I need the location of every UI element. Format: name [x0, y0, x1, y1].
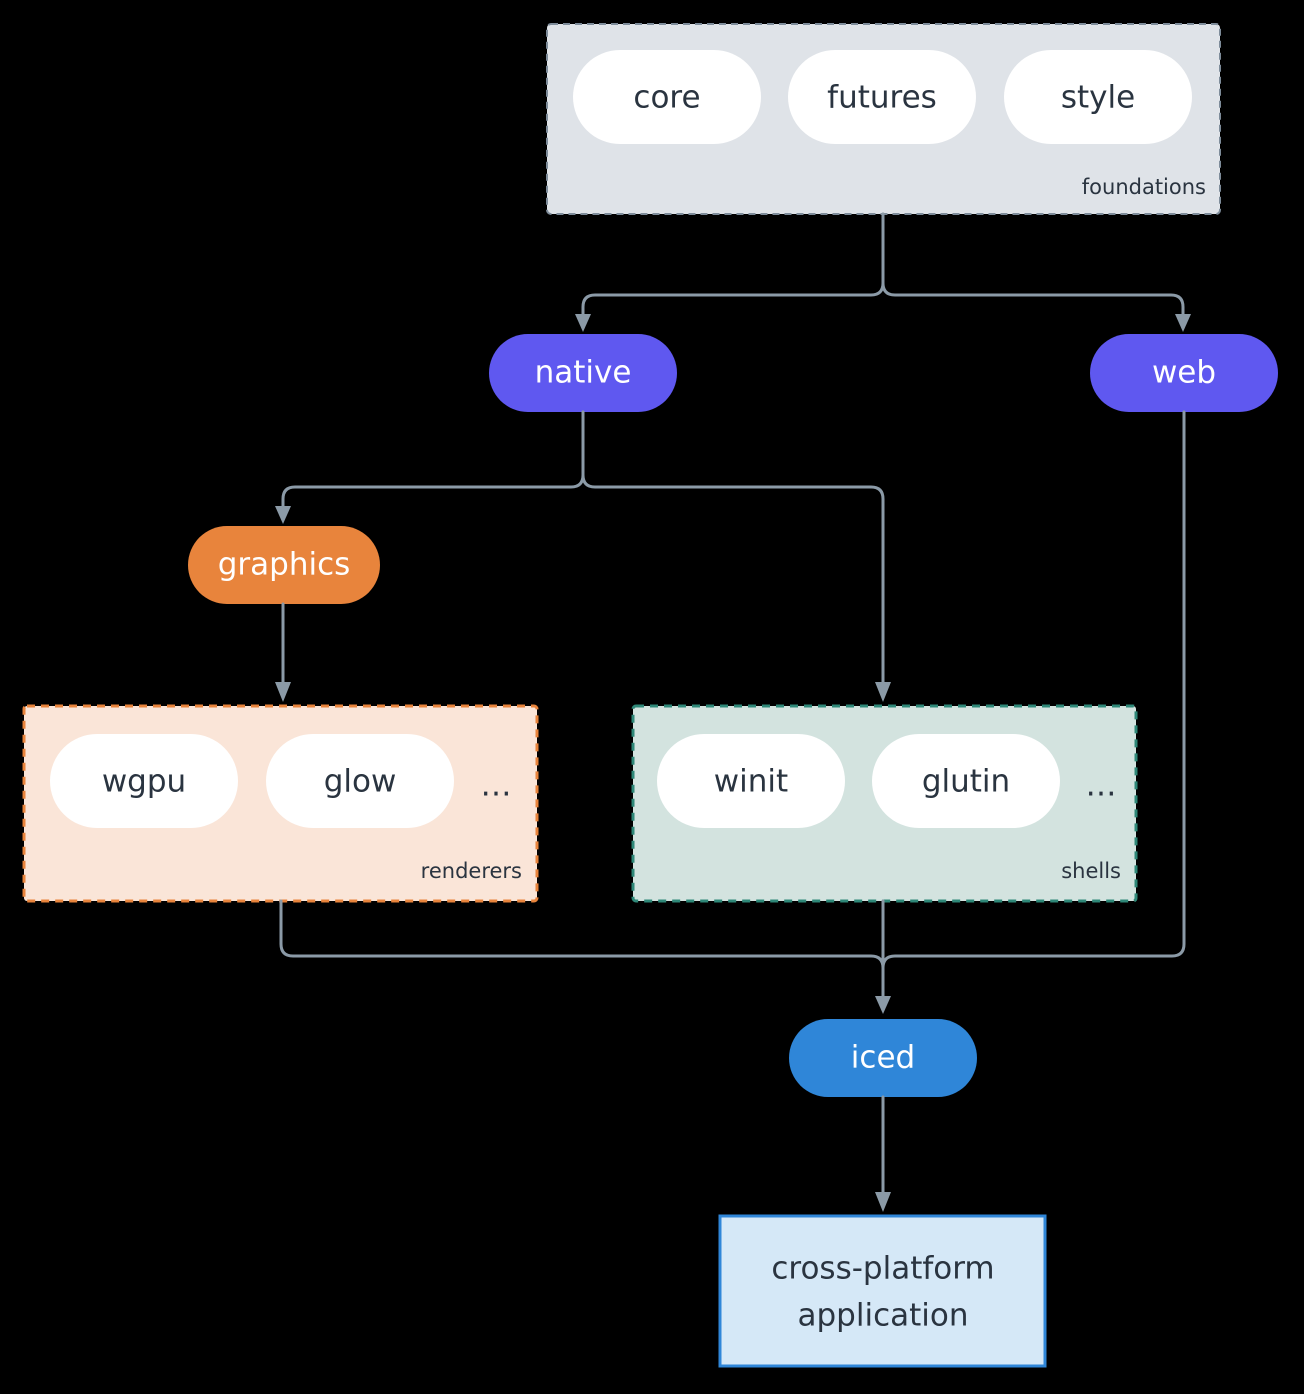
node-glow-label: glow	[324, 764, 397, 800]
edge-web-iced	[881, 410, 1186, 1002]
node-native-shape	[489, 334, 677, 412]
node-futures[interactable]: futures	[788, 50, 976, 144]
edge-foundations-native	[575, 212, 885, 332]
node-glow[interactable]: glow	[266, 734, 454, 828]
node-iced-shape	[789, 1019, 977, 1097]
node-web-label: web	[1152, 355, 1216, 391]
node-renderers-more-label: …	[481, 768, 512, 804]
edge-graphics-renderers	[275, 602, 291, 702]
node-core[interactable]: core	[573, 50, 761, 144]
edge-native-shells	[581, 410, 891, 702]
edge-foundations-web-arrowhead	[1175, 314, 1191, 332]
node-glutin-shape	[872, 734, 1060, 828]
node-web[interactable]: web	[1090, 334, 1278, 412]
cluster-shells: winit glutin … shells	[631, 704, 1138, 903]
node-wgpu[interactable]: wgpu	[50, 734, 238, 828]
node-wgpu-label: wgpu	[102, 764, 186, 800]
edge-native-graphics	[275, 410, 585, 524]
edge-graphics-renderers-arrowhead	[275, 682, 291, 702]
edge-foundations-native-arrowhead	[575, 314, 591, 332]
node-winit-shape	[657, 734, 845, 828]
node-style-label: style	[1061, 80, 1135, 116]
node-glutin[interactable]: glutin	[872, 734, 1060, 828]
node-core-shape	[573, 50, 761, 144]
node-style-shape	[1004, 50, 1192, 144]
cluster-foundations: core futures style foundations	[546, 23, 1221, 215]
edge-foundations-web	[881, 212, 1191, 332]
node-glutin-label: glutin	[922, 764, 1010, 800]
node-app-label-line2: application	[798, 1298, 969, 1334]
node-graphics[interactable]: graphics	[188, 526, 380, 604]
cluster-renderers: wgpu glow … renderers	[22, 704, 539, 903]
node-native[interactable]: native	[489, 334, 677, 412]
edge-native-shells-arrowhead	[875, 682, 891, 702]
edge-iced-app	[875, 1095, 891, 1212]
node-shells-more-label: …	[1086, 768, 1117, 804]
node-app[interactable]: cross-platform application	[718, 1214, 1047, 1368]
node-iced[interactable]: iced	[789, 1019, 977, 1097]
node-futures-shape	[788, 50, 976, 144]
edge-renderers-iced	[279, 899, 891, 1014]
node-futures-label: futures	[827, 80, 937, 116]
node-core-label: core	[633, 80, 700, 116]
node-native-label: native	[535, 355, 632, 391]
node-app-shape	[718, 1214, 1047, 1368]
edge-renderers-iced-arrowhead	[875, 996, 891, 1014]
node-winit[interactable]: winit	[657, 734, 845, 828]
edge-native-graphics-arrowhead	[275, 506, 291, 524]
cluster-renderers-label: renderers	[421, 859, 522, 883]
node-wgpu-shape	[50, 734, 238, 828]
node-iced-label: iced	[851, 1040, 915, 1076]
cluster-foundations-label: foundations	[1082, 175, 1206, 199]
node-glow-shape	[266, 734, 454, 828]
node-graphics-shape	[188, 526, 380, 604]
node-winit-label: winit	[714, 764, 788, 800]
edge-iced-app-arrowhead	[875, 1192, 891, 1212]
node-web-shape	[1090, 334, 1278, 412]
node-style[interactable]: style	[1004, 50, 1192, 144]
cluster-shells-label: shells	[1061, 859, 1121, 883]
node-app-label-line1: cross-platform	[771, 1251, 994, 1287]
node-graphics-label: graphics	[218, 547, 351, 583]
